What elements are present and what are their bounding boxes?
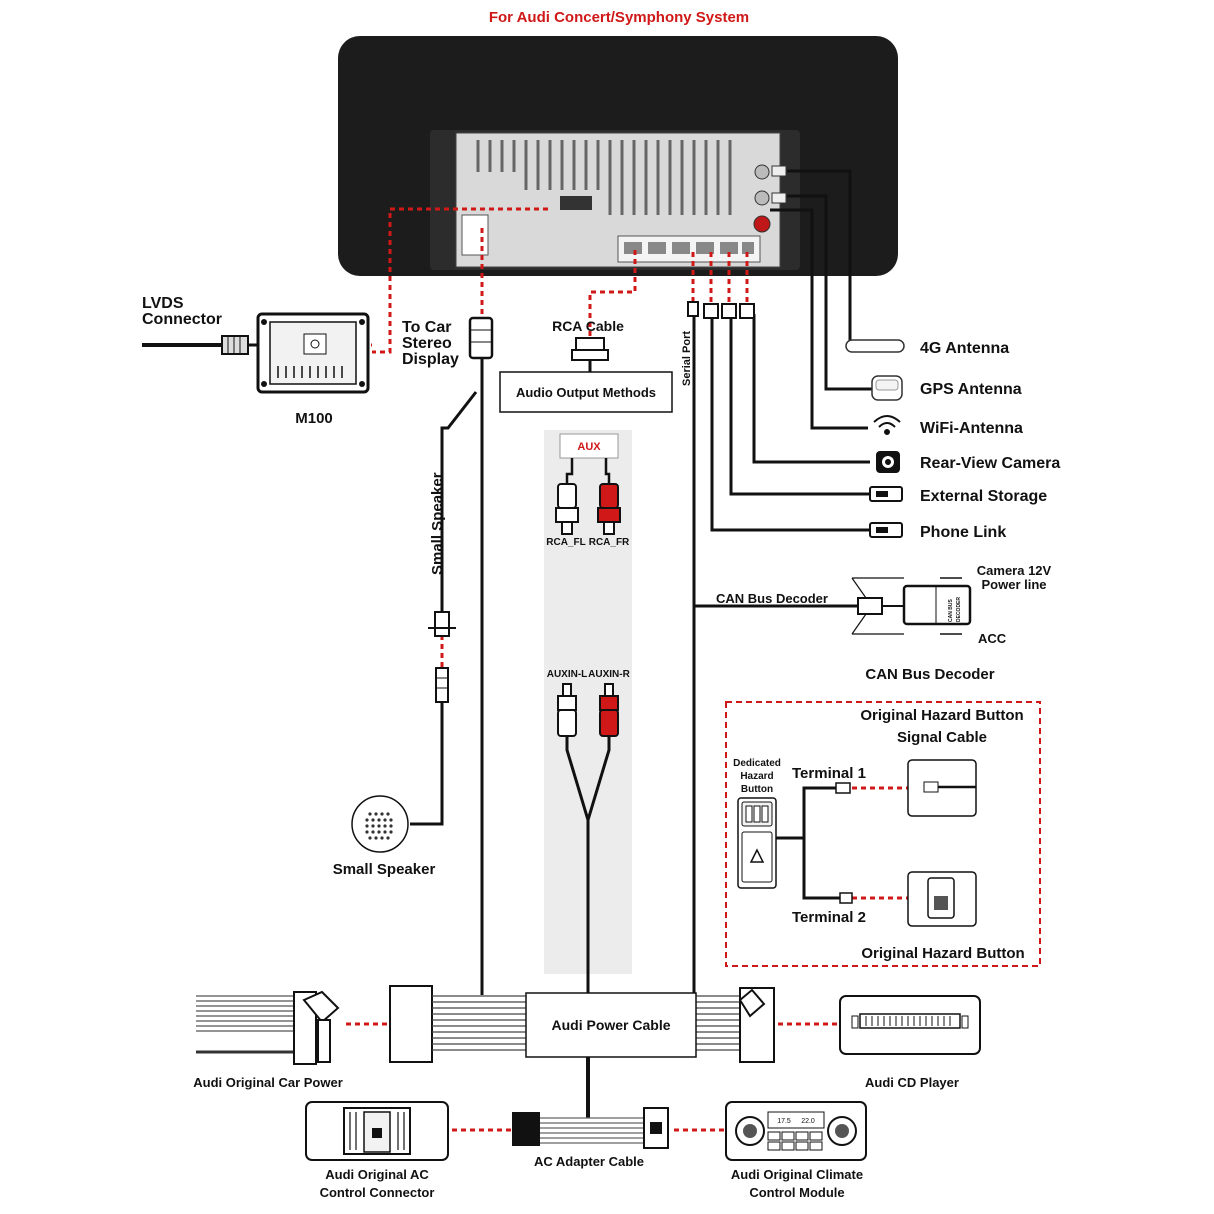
usb-storage-icon xyxy=(869,486,903,502)
rca-fl-plug xyxy=(555,483,579,535)
aux-box xyxy=(559,433,619,459)
ac-connector-label-1: Audi Original AC xyxy=(325,1167,429,1182)
speaker-plug-bottom xyxy=(435,667,449,703)
canbus-box-label-1: CAN BUS xyxy=(948,599,954,622)
rca-fr-plug xyxy=(597,483,621,535)
rca-fr-label: RCA_FR xyxy=(589,537,630,548)
hazard-title-1: Original Hazard Button xyxy=(860,707,1023,724)
m100-label: M100 xyxy=(295,410,333,427)
cd-player xyxy=(839,995,981,1055)
lvds-label-2: Connector xyxy=(142,311,222,328)
canbus-box-label-2: DECODER xyxy=(956,597,962,622)
external-storage-label: External Storage xyxy=(920,488,1047,505)
serial-port-label: Serial Port xyxy=(681,331,693,386)
antenna-4g-label: 4G Antenna xyxy=(920,340,1009,357)
ac-control-connector xyxy=(305,1101,449,1161)
gps-antenna-label: GPS Antenna xyxy=(920,381,1022,398)
car-power-label: Audi Original Car Power xyxy=(193,1075,343,1090)
terminal1-label: Terminal 1 xyxy=(792,765,866,782)
small-speaker-label: Small Speaker xyxy=(333,861,436,878)
climate-temp-left: 17.5 xyxy=(777,1118,791,1125)
terminal2-label: Terminal 2 xyxy=(792,909,866,926)
to-car-label-1: To Car xyxy=(402,319,451,336)
m100-module xyxy=(256,312,370,394)
dedicated-hazard-button xyxy=(737,797,777,889)
cd-player-label: Audi CD Player xyxy=(865,1075,959,1090)
usb-phone-icon xyxy=(869,522,903,538)
hazard-signal-connector xyxy=(907,759,977,817)
to-car-label-3: Display xyxy=(402,351,459,368)
small-speaker xyxy=(351,795,409,853)
car-display-connector xyxy=(468,316,494,360)
rca-fl-label: RCA_FL xyxy=(546,537,585,548)
page-title: For Audi Concert/Symphony System xyxy=(489,9,749,26)
terminal2-plug xyxy=(839,892,853,904)
gps-antenna-icon xyxy=(871,375,903,401)
canbus-title: CAN Bus Decoder xyxy=(865,666,994,683)
camera-power-label-1: Camera 12V xyxy=(977,563,1052,578)
camera-icon xyxy=(876,451,900,473)
power-harness-center xyxy=(389,985,775,1063)
auxin-r-label: AUXIN-R xyxy=(588,669,630,680)
lvds-label-1: LVDS xyxy=(142,295,184,312)
phone-link-label: Phone Link xyxy=(920,524,1006,541)
audio-output-box xyxy=(499,371,673,413)
climate-temp-right: 22.0 xyxy=(801,1118,815,1125)
serial-connectors xyxy=(687,301,755,319)
dedicated-label-2: Hazard xyxy=(740,771,773,782)
wifi-antenna-label: WiFi-Antenna xyxy=(920,420,1023,437)
climate-label-2: Control Module xyxy=(749,1185,844,1200)
hazard-bottom-label: Original Hazard Button xyxy=(861,945,1024,962)
power-cable-label: Audi Power Cable xyxy=(551,1017,670,1033)
car-power-harness-left xyxy=(196,990,340,1065)
climate-label-1: Audi Original Climate xyxy=(731,1167,863,1182)
hazard-box xyxy=(725,701,1041,967)
ac-adapter-cable xyxy=(512,1057,669,1149)
to-car-label-2: Stereo xyxy=(402,335,452,352)
aux-label: AUX xyxy=(577,441,601,453)
acc-label: ACC xyxy=(978,631,1007,646)
rear-camera-label: Rear-View Camera xyxy=(920,455,1060,472)
auxin-r-plug xyxy=(599,683,619,737)
canbus-decoder xyxy=(851,577,972,635)
canbus-line-label: CAN Bus Decoder xyxy=(716,591,828,606)
audio-output-label: Audio Output Methods xyxy=(516,385,656,400)
auxin-l-label: AUXIN-L xyxy=(547,669,588,680)
terminal1-plug xyxy=(835,782,851,794)
dedicated-label-3: Button xyxy=(741,784,773,795)
dedicated-label-1: Dedicated xyxy=(733,758,781,769)
head-unit xyxy=(338,36,898,276)
speaker-plug-top xyxy=(428,611,456,637)
original-hazard-button xyxy=(907,871,977,927)
antenna-4g-icon xyxy=(845,339,905,353)
rca-cable-connector xyxy=(571,337,609,372)
ac-connector-label-2: Control Connector xyxy=(320,1185,435,1200)
lvds-connector-plug xyxy=(221,335,262,355)
ac-adapter-label: AC Adapter Cable xyxy=(534,1154,644,1169)
climate-control-module xyxy=(725,1101,867,1161)
camera-power-label-2: Power line xyxy=(981,577,1046,592)
rca-cable-label: RCA Cable xyxy=(552,318,624,334)
small-speaker-cable-label: Small Speaker xyxy=(429,472,446,575)
wifi-icon xyxy=(873,415,901,435)
hazard-title-2: Signal Cable xyxy=(897,729,987,746)
